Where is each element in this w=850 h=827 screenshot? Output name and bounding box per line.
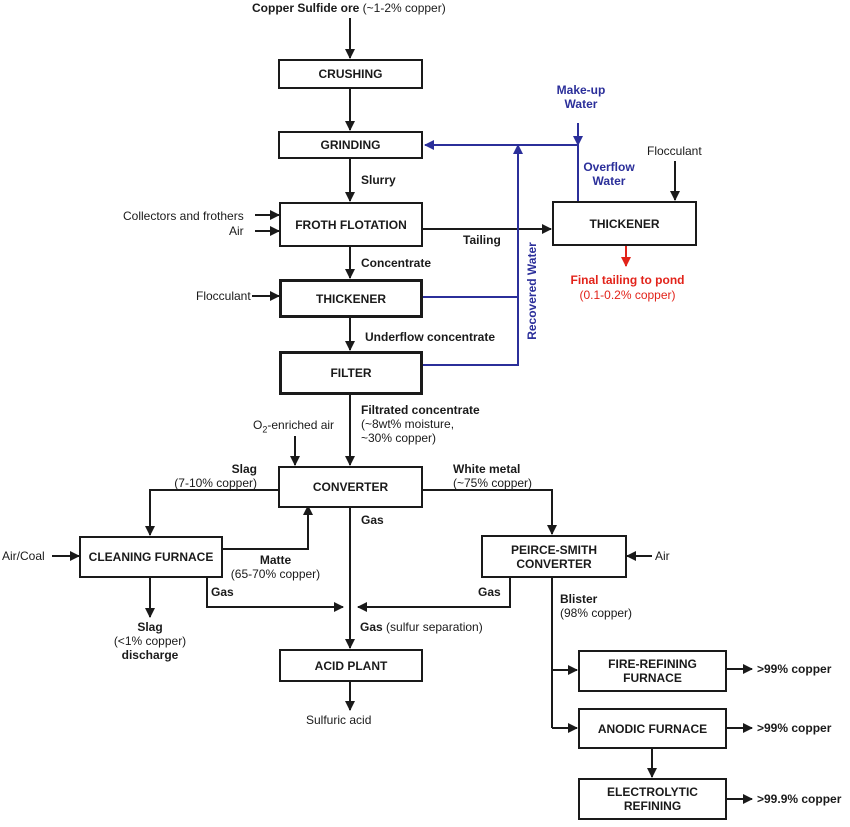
air-ps-label: Air [655, 549, 670, 563]
crushing-node: CRUSHING [278, 59, 423, 89]
slurry-label: Slurry [361, 173, 396, 187]
electrolytic-line-1: ELECTROLYTIC [607, 785, 698, 799]
anodic-output-label: >99% copper [757, 721, 832, 735]
converter-node: CONVERTER [278, 466, 423, 508]
flocculant-main-label: Flocculant [196, 289, 251, 303]
filter-node: FILTER [279, 351, 423, 395]
final-tailing-label: Final tailing to pond [570, 273, 685, 287]
electrolytic-line-2: REFINING [623, 799, 682, 813]
anodic-furnace-node: ANODIC FURNACE [578, 708, 727, 749]
white-metal-label: White metal(~75% copper) [453, 462, 533, 490]
converter-gas-label: Gas [361, 513, 384, 527]
peirce-smith-line-2: CONVERTER [516, 556, 592, 571]
sulfuric-acid-label: Sulfuric acid [306, 713, 372, 727]
ps-gas-label: Gas [478, 585, 501, 599]
blister-label: Blister(98% copper) [560, 592, 633, 620]
electrolytic-output-label: >99.9% copper [757, 792, 842, 806]
air-coal-label: Air/Coal [2, 549, 45, 563]
thickener-node: THICKENER [279, 279, 423, 318]
arrow-cleaning-gas [206, 578, 344, 612]
acid-plant-node: ACID PLANT [279, 649, 423, 682]
arrow-slag-to-cleaning [145, 489, 278, 536]
peirce-smith-converter-node: PEIRCE-SMITH CONVERTER [481, 535, 627, 578]
filtrated-label: Filtrated concentrate(~8wt% moisture,~30… [361, 403, 480, 445]
final-tailing-note: (0.1-0.2% copper) [579, 288, 676, 302]
peirce-smith-line-1: PEIRCE-SMITH [510, 542, 597, 557]
cleaning-furnace-node: CLEANING FURNACE [79, 536, 223, 578]
matte-label: Matte(65-70% copper) [230, 553, 321, 581]
air-flotation-label: Air [229, 224, 244, 238]
cleaning-gas-label: Gas [211, 585, 234, 599]
underflow-label: Underflow concentrate [365, 330, 496, 344]
tailing-label: Tailing [463, 233, 501, 247]
fire-refining-output-label: >99% copper [757, 662, 832, 676]
arrow-matte-to-converter [223, 505, 313, 550]
flocculant-tailing-label: Flocculant [647, 144, 702, 158]
tailing-thickener-node: THICKENER [552, 201, 697, 246]
arrow-recovered-water [423, 144, 523, 366]
concentrate-label: Concentrate [361, 256, 432, 270]
froth-flotation-node: FROTH FLOTATION [279, 202, 423, 247]
fire-refining-line-2: FURNACE [623, 671, 682, 685]
arrow-ps-gas [357, 578, 511, 612]
slag-discharge-label: Slag(<1% copper)discharge [113, 620, 187, 662]
collectors-label: Collectors and frothers [123, 209, 244, 223]
ore-label: Copper Sulfide ore (~1-2% copper) [252, 1, 446, 15]
slag-label: Slag(7-10% copper) [174, 462, 257, 490]
fire-refining-line-1: FIRE-REFINING [608, 657, 697, 671]
fire-refining-furnace-node: FIRE-REFINING FURNACE [578, 650, 727, 692]
o2-air-label: O2-enriched air [253, 418, 335, 435]
gas-sulfur-separation-label: Gas (sulfur separation) [360, 620, 483, 634]
recovered-water-label: Recovered Water [525, 242, 539, 340]
grinding-node: GRINDING [278, 131, 423, 159]
arrow-white-metal-to-ps [423, 489, 557, 535]
electrolytic-refining-node: ELECTROLYTIC REFINING [578, 778, 727, 820]
